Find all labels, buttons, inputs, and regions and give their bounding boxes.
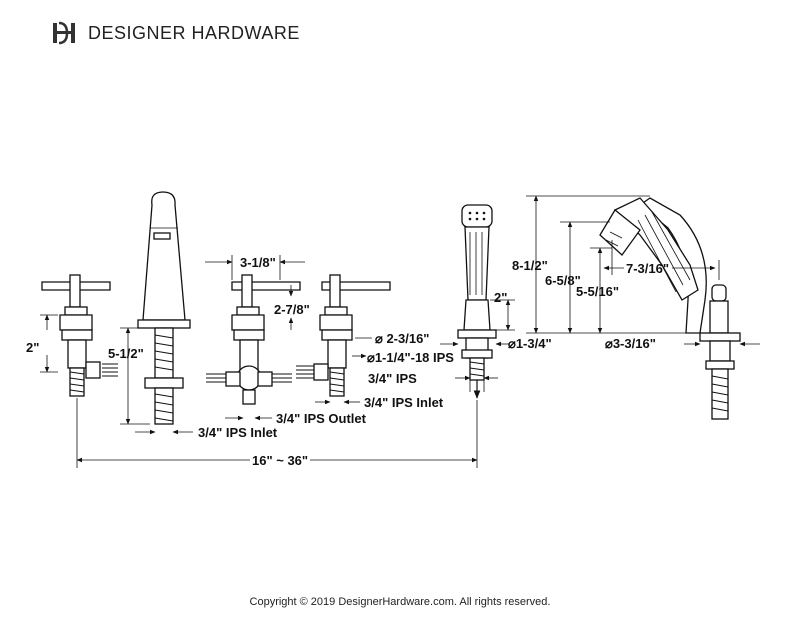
label-escutcheon-dia: ⌀ 2-3/16" bbox=[375, 331, 429, 346]
dim-height-6 bbox=[560, 221, 610, 334]
tub-spout bbox=[599, 197, 741, 420]
label-inlet-right: 3/4" IPS Inlet bbox=[364, 395, 444, 410]
label-handle-to-top: 2-7/8" bbox=[274, 302, 310, 317]
label-outlet: 3/4" IPS Outlet bbox=[276, 411, 367, 426]
copyright-notice: Copyright © 2019 DesignerHardware.com. A… bbox=[249, 596, 551, 608]
label-ips-3-4: 3/4" IPS bbox=[368, 371, 417, 386]
brand-header: DESIGNER HARDWARE bbox=[50, 18, 300, 48]
spout bbox=[137, 191, 191, 425]
label-reach: 7-3/16" bbox=[626, 261, 669, 276]
hand-shower-holder bbox=[457, 204, 497, 399]
dim-spout-shank bbox=[120, 327, 150, 425]
dim-reach bbox=[603, 240, 720, 280]
label-inlet-left: 3/4" IPS Inlet bbox=[198, 425, 278, 440]
dim-handle-spacing bbox=[205, 255, 305, 280]
dim-total-height bbox=[526, 195, 700, 334]
dim-overall-width bbox=[76, 398, 478, 468]
label-base-dia: ⌀3-3/16" bbox=[605, 336, 656, 351]
dim-hand-shower-base bbox=[490, 299, 515, 331]
center-handle-valve bbox=[206, 274, 301, 405]
label-total-height: 8-1/2" bbox=[512, 258, 548, 273]
right-handle-valve bbox=[296, 274, 391, 397]
label-thread-ips: ⌀1-1/4"-18 IPS bbox=[367, 350, 454, 365]
label-handle-spacing: 3-1/8" bbox=[240, 255, 276, 270]
left-handle-valve bbox=[41, 274, 118, 397]
label-hand-shower-dia: ⌀1-3/4" bbox=[508, 336, 552, 351]
label-spout-shank: 5-1/2" bbox=[108, 346, 144, 361]
label-height-6: 6-5/8" bbox=[545, 273, 581, 288]
dh-monogram-icon bbox=[53, 21, 75, 45]
dim-left-handle-height bbox=[40, 314, 58, 373]
label-handle-height: 2" bbox=[26, 340, 39, 355]
dim-ips-3-4-hand bbox=[455, 366, 498, 392]
label-height-5: 5-5/16" bbox=[576, 284, 619, 299]
dim-height-5 bbox=[590, 247, 612, 334]
label-hand-shower-base: 2" bbox=[494, 290, 507, 305]
brand-name: DESIGNER HARDWARE bbox=[88, 22, 300, 43]
label-overall-width: 16" ~ 36" bbox=[252, 453, 308, 468]
